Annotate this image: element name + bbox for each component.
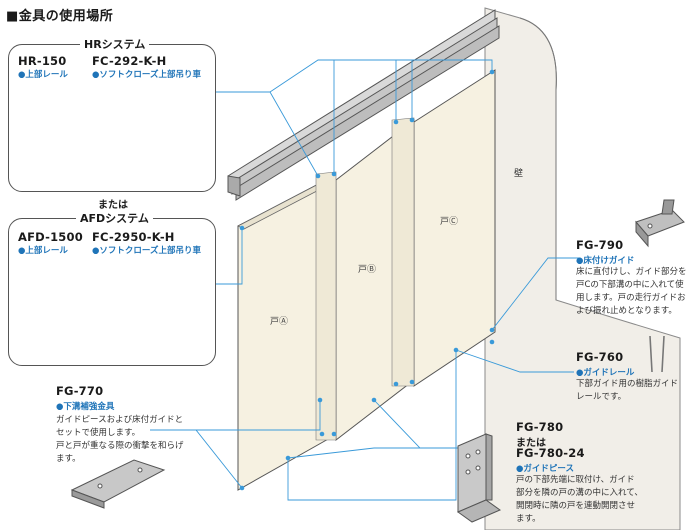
hr-hanger-name: ●ソフトクローズ上部吊り車 (92, 70, 201, 80)
hr-rail-model: HR-150 (18, 54, 67, 68)
fg780-24-model: FG-780-24 (516, 446, 585, 460)
fg780-desc-line: 部分を隣の戸の溝の中に入れて、 (516, 488, 643, 498)
fg760-model: FG-760 (576, 350, 624, 364)
fg760-desc-line: 下部ガイド用の樹脂ガイド (576, 379, 679, 389)
fg760-description: 下部ガイド用の樹脂ガイド レールです。 (576, 378, 696, 404)
afd-hanger-name: ●ソフトクローズ上部吊り車 (92, 246, 201, 256)
fg780-desc-line: 開閉時に隣の戸を連動開閉させ (516, 501, 636, 511)
fg770-desc-line: ガイドピースおよび床付ガイドと (56, 415, 184, 425)
fg790-part (635, 199, 685, 248)
fg780-or: または (516, 438, 546, 449)
leader-lines (150, 59, 580, 501)
fg790-description: 床に直付けし、ガイド部分を 戸Cの下部溝の中に入れて使 用します。戸の走行ガイド… (576, 266, 698, 318)
fg760-part (649, 335, 665, 373)
top-rail (227, 9, 500, 201)
fg770-desc-line: ます。 (56, 454, 81, 464)
fg760-desc-line: レールです。 (576, 392, 627, 402)
hr-system-label: HRシステム (80, 36, 150, 52)
afd-system-box (8, 218, 216, 366)
fg780-part (456, 433, 502, 523)
fg790-desc-line: 用します。戸の走行ガイドお (576, 293, 686, 303)
fg790-desc-line: 床に直付けし、ガイド部分を (576, 267, 687, 277)
fg770-model: FG-770 (56, 384, 104, 398)
fg790-desc-line: 戸Cの下部溝の中に入れて使 (576, 280, 684, 290)
door-c (391, 69, 496, 387)
door-a-label: 戸Ⓐ (270, 317, 289, 327)
or-label: または (98, 200, 128, 211)
wall-edge (519, 17, 557, 300)
door-c-label: 戸Ⓒ (440, 217, 459, 227)
fg770-name: ●下溝補強金具 (56, 402, 115, 412)
fg770-desc-line: セットで使用します。 (56, 428, 141, 438)
fg780-model: FG-780 (516, 420, 564, 434)
fg790-model: FG-790 (576, 238, 624, 252)
fg790-desc-line: よび振れ止めとなります。 (576, 306, 677, 316)
door-b-label: 戸Ⓑ (358, 265, 377, 275)
fg770-description: ガイドピースおよび床付ガイドと セットで使用します。 戸と戸が重なる際の衝撃を和… (56, 414, 216, 466)
afd-system-label: AFDシステム (76, 210, 153, 226)
fg780-desc-line: ます。 (516, 514, 541, 524)
hr-rail-name: ●上部レール (18, 70, 68, 80)
fg770-desc-line: 戸と戸が重なる際の衝撃を和らげ (56, 441, 184, 451)
fg780-description: 戸の下部先端に取付け、ガイド 部分を隣の戸の溝の中に入れて、 開閉時に隣の戸を連… (516, 474, 696, 526)
afd-rail-name: ●上部レール (18, 246, 68, 256)
afd-hanger-model: FC-2950-K-H (92, 230, 175, 244)
wall-label: 壁 (514, 169, 524, 179)
fg760-name: ●ガイドレール (576, 368, 635, 378)
afd-rail-model: AFD-1500 (18, 230, 83, 244)
fg790-name: ●床付けガイド (576, 256, 635, 266)
fg770-part (70, 459, 166, 509)
hr-hanger-model: FC-292-K-H (92, 54, 167, 68)
page-title: ■金具の使用場所 (6, 9, 114, 24)
fg780-desc-line: 戸の下部先端に取付け、ガイド (516, 475, 635, 485)
hr-system-box (8, 44, 216, 192)
fg780-name: ●ガイドピース (516, 464, 574, 474)
